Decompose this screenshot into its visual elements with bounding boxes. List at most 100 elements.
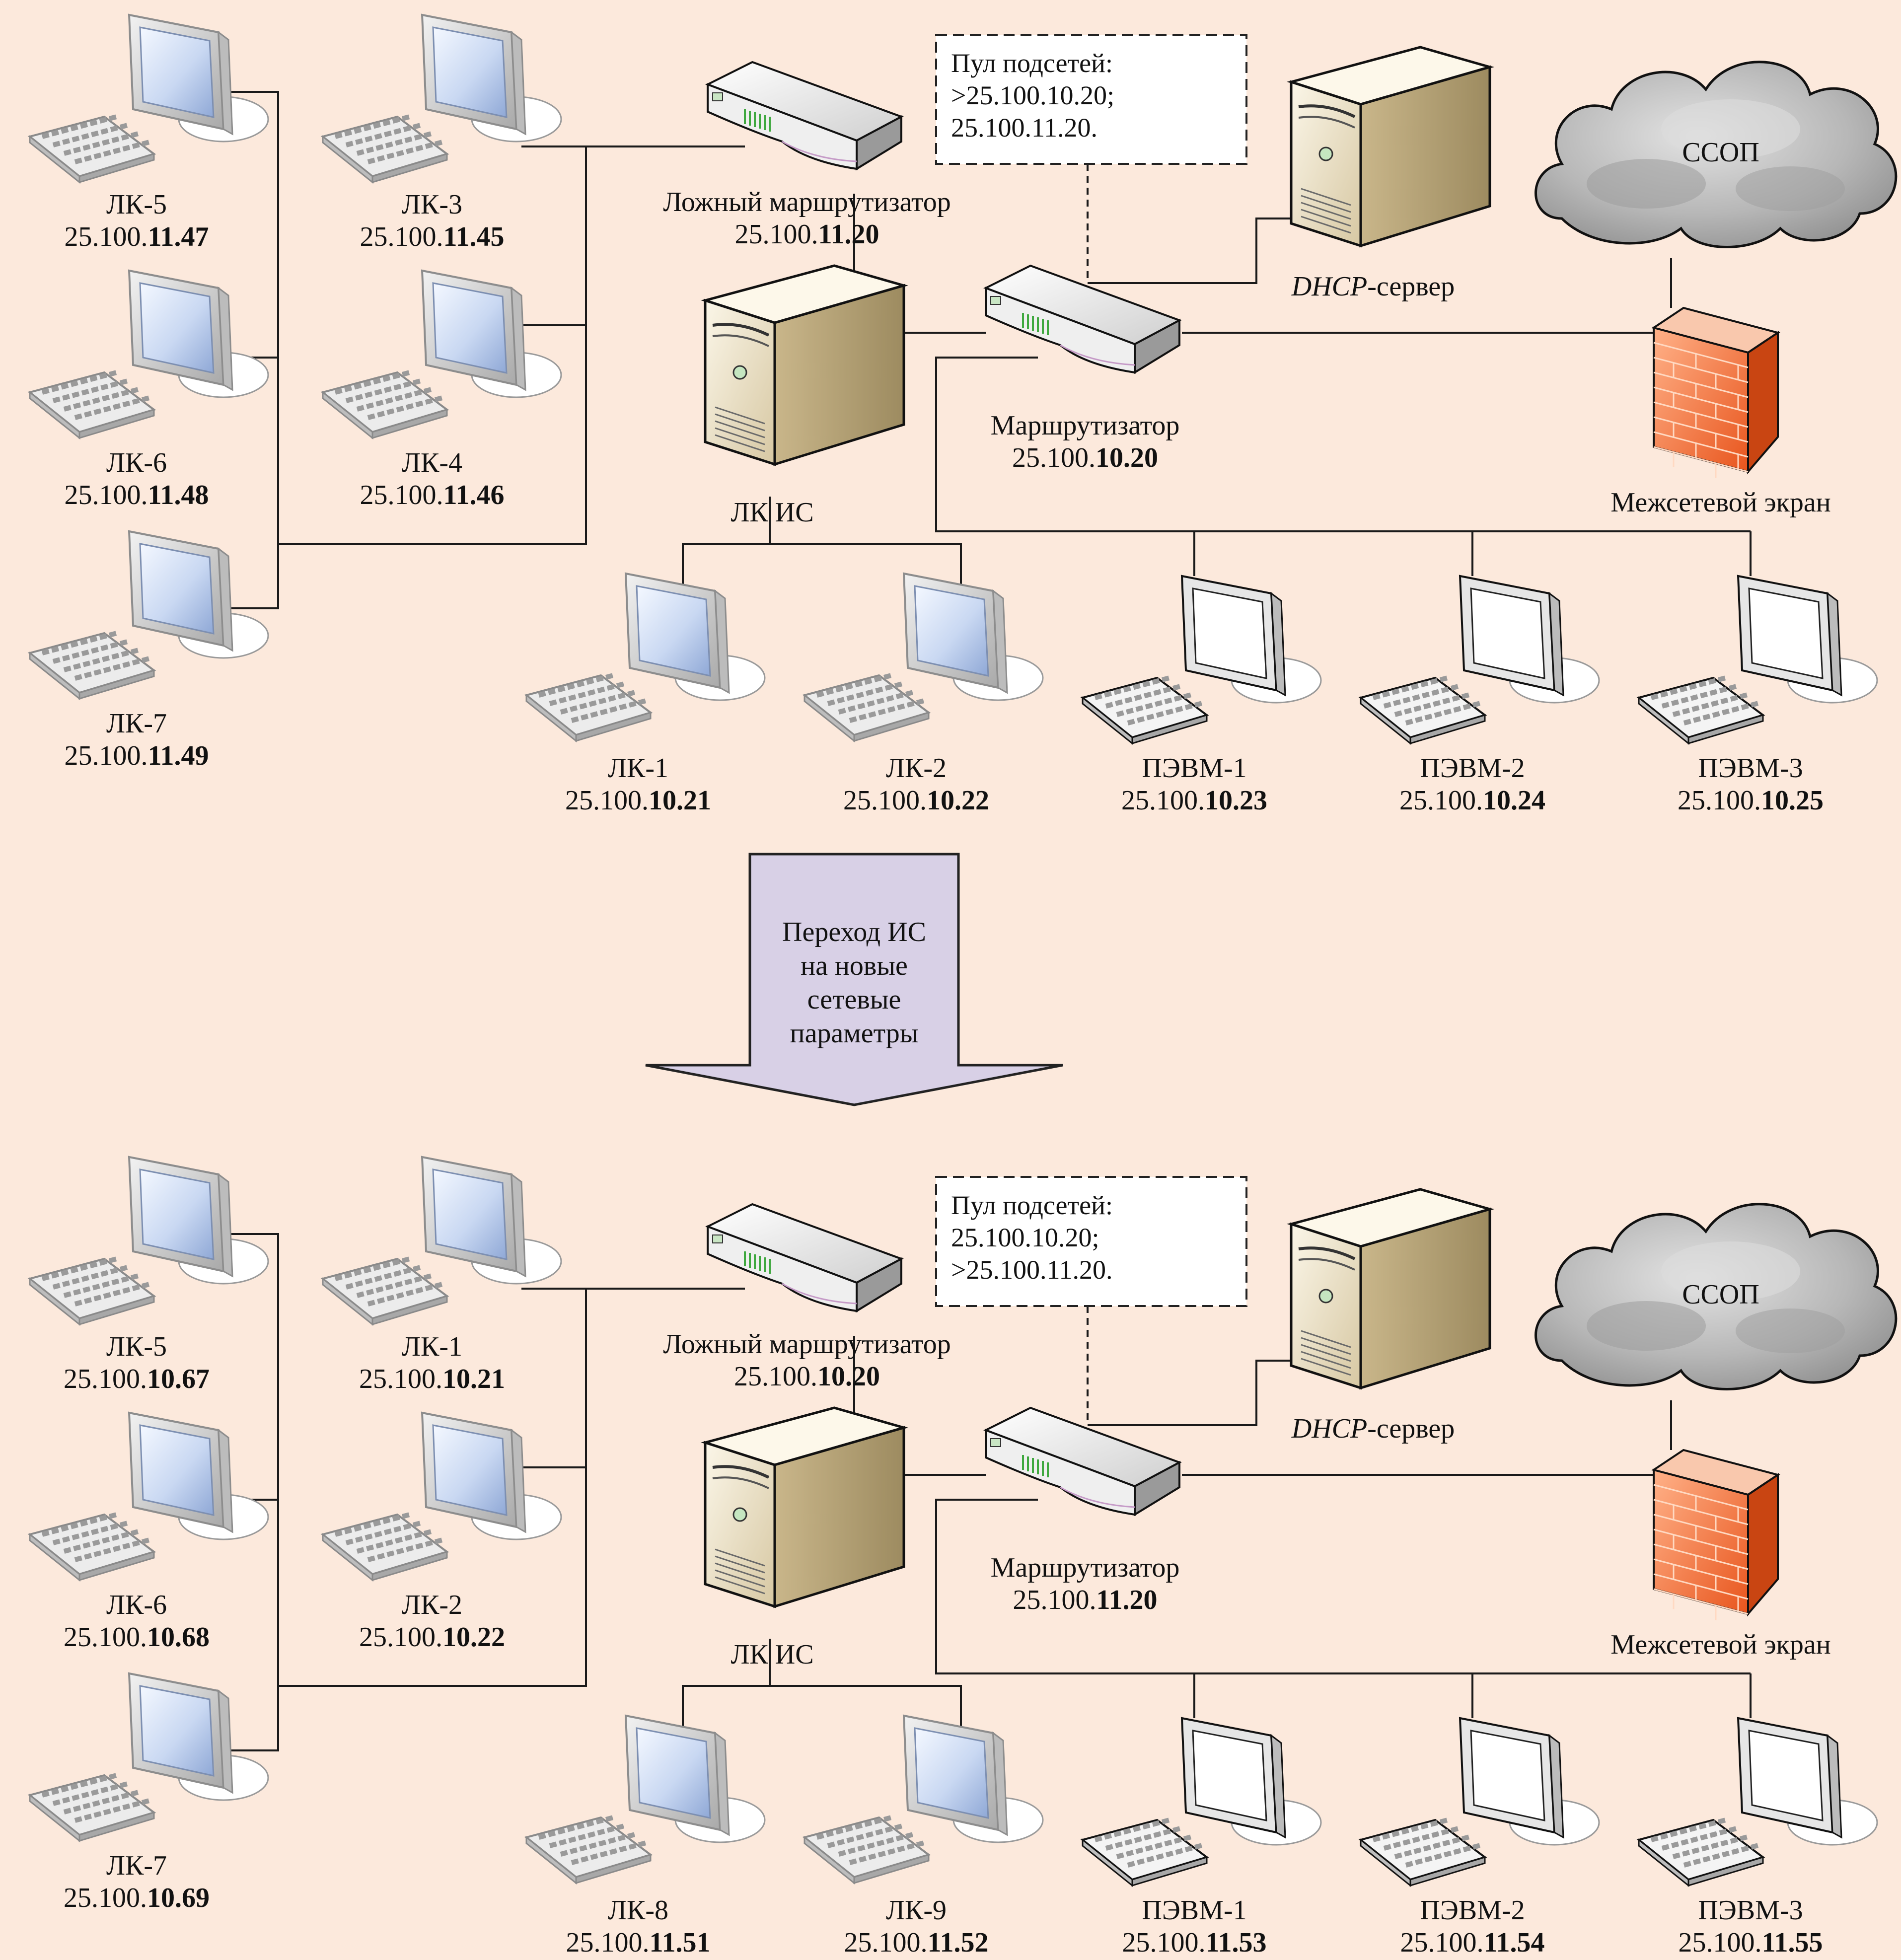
- keyboard-edge: [371, 152, 448, 184]
- cloud-label: ССОП: [1682, 1279, 1759, 1310]
- keyboard-keys: [52, 1265, 129, 1290]
- host-name: ЛК-1: [608, 753, 668, 784]
- router-icon: [705, 61, 904, 171]
- ip-prefix: 25.100.: [565, 785, 649, 816]
- link-router-dhcp: [1088, 218, 1291, 284]
- router-icon: [705, 1203, 904, 1313]
- host-ip: 25.100.10.24: [1399, 785, 1545, 816]
- firewall-side: [1747, 331, 1779, 475]
- host-ip: 25.100.10.69: [64, 1883, 210, 1913]
- monitor-screen: [914, 585, 989, 677]
- brick-line: [1653, 357, 1749, 383]
- host-name: ЛК-5: [106, 1331, 167, 1362]
- host-пэвм-2: ПЭВМ-225.100.11.54: [1358, 1717, 1600, 1958]
- monitor-screen: [1470, 1730, 1545, 1821]
- keyboard-keys: [1383, 1826, 1460, 1851]
- keyboard: [802, 1815, 931, 1885]
- keyboard-keys: [367, 1282, 443, 1307]
- host-name: ПЭВМ-1: [1142, 1895, 1246, 1926]
- keyboard-edge: [1687, 1856, 1764, 1887]
- host-лк-5: ЛК-525.100.10.67: [27, 1156, 269, 1394]
- brick-line: [1653, 446, 1749, 473]
- link-trunk: [278, 145, 587, 545]
- monitor-side: [714, 589, 730, 694]
- server-name: ЛК ИС: [731, 1639, 813, 1670]
- ip-prefix: 25.100.: [1400, 1927, 1484, 1958]
- server-vent: [715, 1548, 765, 1567]
- server-vent: [715, 406, 765, 425]
- keyboard-keys: [345, 1265, 422, 1290]
- keyboard-keys: [74, 1798, 150, 1823]
- workstation-icon: [1358, 1717, 1600, 1887]
- monitor-screen: [1748, 1730, 1824, 1821]
- monitor-side: [1270, 1734, 1286, 1839]
- server-vent: [1301, 1344, 1351, 1362]
- workstation-icon: [27, 13, 269, 184]
- router-stripe: [1060, 344, 1135, 366]
- link-lk1-lk2: [682, 1685, 962, 1728]
- dhcp-name: DHCP-сервер: [1291, 271, 1455, 302]
- router-stripe: [1060, 1486, 1135, 1508]
- workstation-icon: [27, 1411, 269, 1582]
- host-name: ЛК-2: [402, 1590, 462, 1620]
- dhcp-name: DHCP-сервер: [1291, 1413, 1455, 1444]
- host-ip: 25.100.11.55: [1679, 1927, 1823, 1958]
- monitor-side: [218, 1172, 233, 1278]
- transition-label-line: на новые: [801, 950, 908, 981]
- keyboard-keys: [356, 1529, 433, 1554]
- ip-host-part: 11.49: [148, 740, 209, 771]
- keyboard-keys: [63, 648, 140, 672]
- ip-host-part: 10.67: [147, 1364, 210, 1394]
- keyboard-edge: [575, 711, 652, 742]
- keyboard-keys: [560, 1832, 636, 1857]
- keyboard-keys: [1094, 675, 1170, 700]
- server-name: ЛК ИС: [731, 497, 813, 528]
- keyboard-keys: [571, 698, 647, 723]
- server-vent: [1301, 209, 1351, 227]
- server-drive-bay: [712, 334, 769, 347]
- ip-host-part: 11.52: [928, 1927, 989, 1958]
- keyboard-edge: [575, 1853, 652, 1885]
- network-section-2: Пул подсетей:25.100.10.20;>25.100.11.20.…: [27, 1156, 1898, 1958]
- monitor-side: [511, 1172, 526, 1278]
- router-port: [712, 1234, 723, 1243]
- ip-host-part: 11.48: [148, 480, 209, 510]
- keyboard-keys: [1383, 684, 1460, 709]
- keyboard-keys: [63, 1790, 140, 1815]
- keyboard-keys: [1105, 1826, 1181, 1851]
- workstation-icon: [320, 13, 562, 184]
- host-name: ЛК-6: [106, 447, 167, 478]
- ip-prefix: 25.100.: [64, 1622, 147, 1653]
- keyboard-keys: [1405, 701, 1481, 726]
- keyboard-keys: [1127, 1843, 1203, 1868]
- ip-host-part: 10.22: [442, 1622, 505, 1653]
- keyboard-keys: [41, 114, 118, 139]
- server-vent: [1301, 216, 1351, 234]
- fake-router-ip: 25.100.10.20: [734, 1361, 880, 1392]
- keyboard-edge: [78, 408, 155, 439]
- monitor-screen: [139, 1168, 215, 1260]
- ip-host-part: 11.53: [1206, 1927, 1267, 1958]
- host-лк-4: ЛК-425.100.11.46: [320, 269, 562, 510]
- keyboard-keys: [571, 1840, 647, 1865]
- keyboard-edge: [78, 1295, 155, 1326]
- keyboard: [320, 1256, 449, 1326]
- wires: [219, 1233, 1752, 1751]
- server-vent: [715, 1576, 765, 1595]
- firewall-icon: [1651, 306, 1780, 478]
- host-пэвм-3: ПЭВМ-325.100.10.25: [1636, 575, 1878, 816]
- monitor-side: [1548, 591, 1564, 697]
- dhcp-server: DHCP-сервер: [1287, 1188, 1495, 1444]
- keyboard-keys: [356, 1273, 433, 1298]
- lk-is-server: ЛК ИС: [701, 1406, 909, 1670]
- ip-host-part: 10.69: [147, 1883, 210, 1913]
- keyboard-keys: [74, 1282, 150, 1307]
- keyboard-keys: [74, 140, 150, 164]
- ip-prefix: 25.100.: [735, 219, 818, 250]
- server-drive-bay: [712, 323, 770, 337]
- fake-router-ip: 25.100.11.20: [735, 219, 879, 250]
- host-пэвм-1: ПЭВМ-125.100.10.23: [1080, 575, 1322, 816]
- ip-prefix: 25.100.: [734, 1361, 817, 1392]
